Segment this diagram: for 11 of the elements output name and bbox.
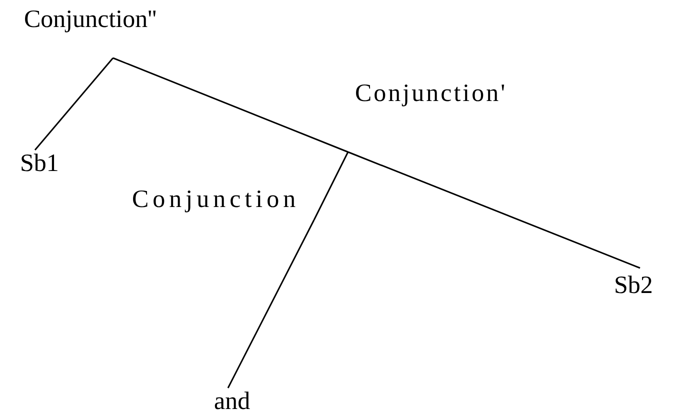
tree-branch-line bbox=[112, 57, 348, 153]
tree-node-label: Sb1 bbox=[20, 150, 59, 178]
tree-node-label: and bbox=[214, 388, 250, 416]
tree-node-label: Sb2 bbox=[614, 272, 653, 300]
tree-branch-line bbox=[313, 152, 349, 220]
tree-node-label: Conjunction' bbox=[355, 80, 508, 108]
tree-branch-line bbox=[227, 220, 315, 388]
tree-branch-line bbox=[348, 151, 640, 269]
tree-branch-line bbox=[34, 58, 114, 150]
tree-node-label: Conjunction bbox=[132, 186, 300, 214]
tree-node-label: Conjunction'' bbox=[24, 6, 157, 34]
